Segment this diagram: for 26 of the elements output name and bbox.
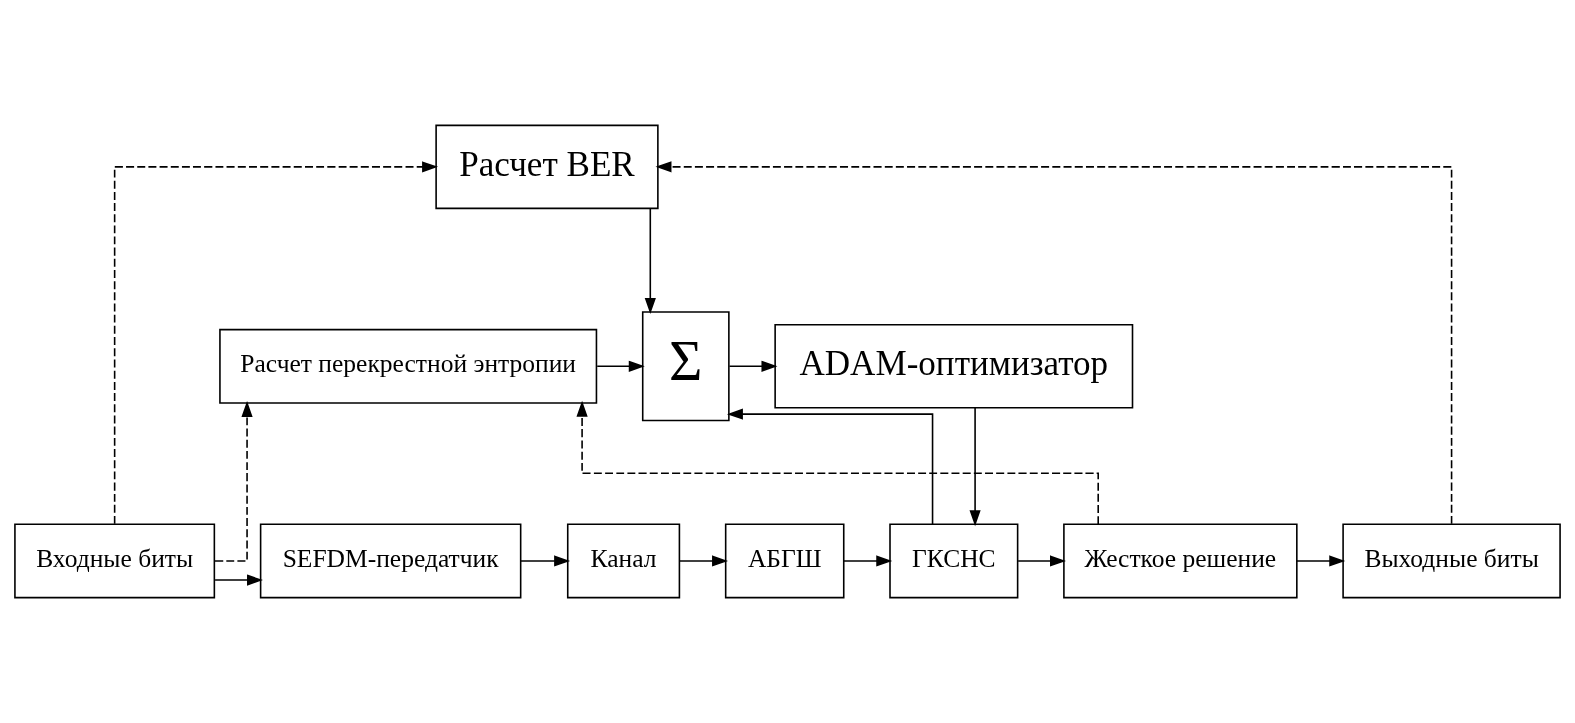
node-box: ADAM-оптимизатор: [774, 324, 1134, 409]
node-box: Расчет BER: [435, 124, 659, 210]
node-box: Σ: [641, 311, 730, 422]
arrow: [576, 400, 1099, 525]
node-box: Канал: [566, 523, 681, 599]
node-box: SEFDM-передатчик: [259, 523, 522, 599]
arrow: [596, 360, 645, 372]
arrow: [728, 360, 778, 372]
node-box: АБГШ: [724, 523, 845, 599]
arrow: [843, 555, 893, 567]
node-box: Расчет перекрестной энтропии: [219, 328, 598, 404]
arrow: [655, 161, 1453, 525]
arrow: [1296, 555, 1346, 567]
arrow: [113, 161, 439, 525]
arrow: [214, 400, 253, 562]
node-box: Выходные биты: [1342, 523, 1561, 599]
arrow: [519, 555, 571, 567]
node-box: Жесткое решение: [1063, 523, 1298, 599]
arrow: [214, 574, 263, 586]
node-box: ГКСНС: [889, 523, 1019, 599]
arrow: [726, 408, 934, 525]
arrow: [678, 555, 729, 567]
arrow: [1017, 555, 1066, 567]
node-box: Входные биты: [14, 523, 216, 599]
arrow: [644, 207, 656, 315]
arrow: [969, 407, 981, 527]
